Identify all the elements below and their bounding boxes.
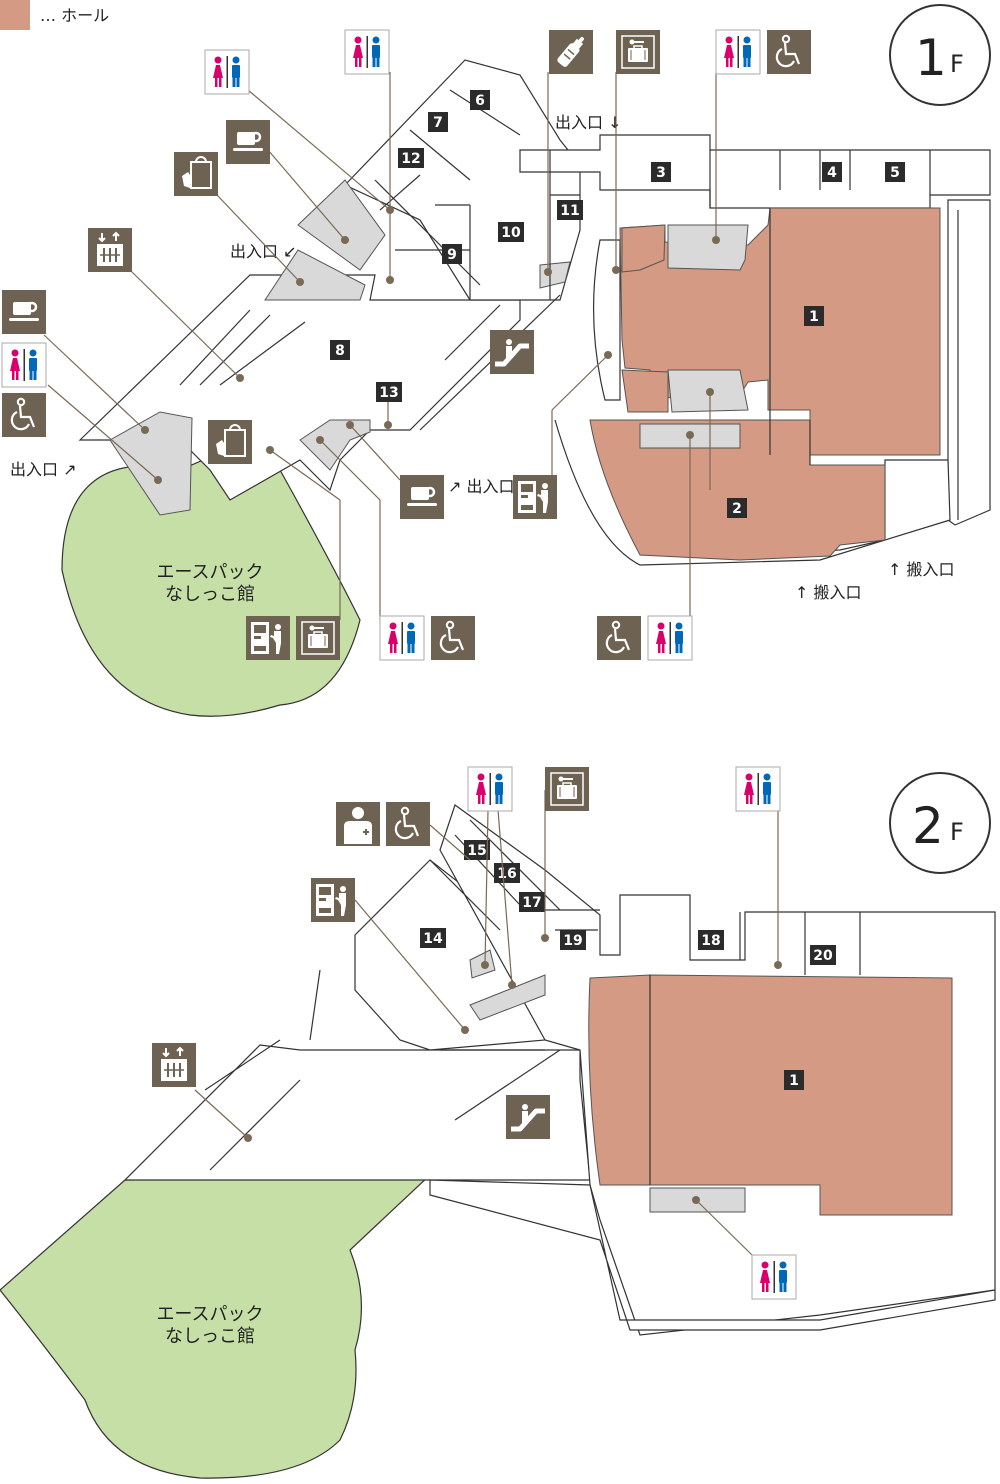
restroom-icon [467, 766, 513, 812]
cafe-icon [224, 118, 272, 166]
svg-text:18: 18 [701, 933, 720, 949]
vending-machine-icon [513, 475, 557, 519]
floor-badge-2 [889, 772, 991, 874]
wing-3-to-5 [519, 134, 991, 209]
svg-text:8: 8 [335, 343, 345, 359]
escalator-icon [490, 330, 534, 374]
svg-text:16: 16 [497, 866, 516, 882]
hall-ring-1f [593, 239, 621, 401]
restroom-icon [1, 342, 47, 388]
svg-text:14: 14 [423, 931, 443, 947]
entrance-label-north: 出入口 ↓ [555, 113, 622, 132]
entrance-label-northwest: 出入口 ↙ [230, 242, 297, 261]
south-wall-2f [429, 1179, 996, 1331]
svg-text:2: 2 [732, 501, 742, 517]
shopping-bag-icon [173, 151, 219, 197]
wheelchair-icon [595, 614, 643, 662]
svg-text:6: 6 [475, 93, 485, 109]
svg-text:1: 1 [789, 1073, 799, 1089]
svg-text:20: 20 [813, 948, 833, 964]
park-label-2f-line2: なしっこ館 [165, 1326, 255, 1347]
restroom-icon [715, 29, 761, 75]
park-label-1f-line1: エースパック [156, 562, 263, 583]
svg-text:5: 5 [890, 165, 900, 181]
room-numbers-1f: 1 2 3 4 5 6 7 8 9 10 11 12 13 [330, 90, 905, 518]
leader-lines-2f [194, 790, 782, 1256]
cafe-icon [0, 288, 48, 336]
svg-text:1: 1 [809, 309, 819, 325]
svg-text:19: 19 [563, 933, 582, 949]
gray-zone-11 [539, 261, 571, 289]
floor-2: 2 F [0, 766, 996, 1479]
restroom-icon [647, 615, 693, 661]
restroom-icon [344, 29, 390, 75]
gray-zone-west [109, 411, 193, 516]
south-wall-1f [554, 419, 951, 566]
svg-text:3: 3 [656, 165, 666, 181]
restroom-icon [379, 615, 425, 661]
restroom-icon [204, 49, 250, 95]
hall-1-2f [588, 974, 953, 1216]
baby-bottle-icon [548, 29, 594, 75]
park-label-2f-line1: エースパック [156, 1304, 263, 1325]
first-aid-icon [336, 802, 380, 846]
hall-1-stage-top [621, 224, 666, 273]
gray-zone-south [299, 419, 371, 471]
east-wall-1f [947, 199, 991, 526]
svg-text:10: 10 [501, 225, 521, 241]
cafe-icon [398, 473, 446, 521]
svg-text:17: 17 [522, 895, 541, 911]
floor-unit-2: F [950, 818, 964, 846]
wheelchair-icon [0, 391, 48, 439]
svg-text:13: 13 [379, 385, 398, 401]
entrance-label-south: ↗ 出入口 [448, 477, 515, 496]
gray-zone-1 [667, 224, 749, 271]
locker-icon [295, 615, 341, 661]
floor-unit-1: F [950, 50, 964, 78]
vending-machine-icon [311, 878, 355, 922]
svg-text:9: 9 [447, 247, 457, 263]
svg-text:15: 15 [467, 843, 486, 859]
shopping-bag-icon [207, 419, 253, 465]
elevator-icon [151, 1042, 197, 1088]
floor-badge-1 [889, 4, 991, 106]
lobby-1f [343, 59, 581, 301]
wheelchair-icon [765, 28, 813, 76]
elevator-icon [87, 227, 133, 273]
restroom-icon [735, 766, 781, 812]
entrance-label-west: 出入口 ↗ [10, 460, 77, 479]
park-area-2f [0, 1174, 432, 1479]
park-label-1f-line2: なしっこ館 [165, 584, 255, 605]
restroom-icon [751, 1254, 797, 1300]
floor-number-2: 2 [912, 797, 944, 855]
loading-dock-label-1: ↑ 搬入口 [795, 583, 862, 602]
locker-icon [615, 29, 661, 75]
loading-dock-label-2: ↑ 搬入口 [888, 560, 955, 579]
gray-zone-2f-2 [469, 974, 546, 1021]
leader-lines-1f [43, 72, 720, 620]
legend-text: … ホール [40, 6, 109, 25]
gray-zone-shop [264, 249, 366, 301]
hall-2 [589, 419, 886, 561]
corridor-2f [123, 1044, 591, 1181]
svg-text:11: 11 [560, 203, 579, 219]
svg-text:4: 4 [827, 165, 837, 181]
vending-machine-icon [246, 616, 290, 660]
room-numbers-2f: 1 14 15 16 17 18 19 20 [420, 840, 836, 1090]
floor-1: 1 F [0, 4, 991, 717]
gray-zone-cafe [297, 179, 386, 271]
svg-text:7: 7 [433, 115, 443, 131]
escalator-icon [506, 1095, 550, 1139]
legend-swatch [0, 0, 30, 30]
svg-text:12: 12 [401, 151, 420, 167]
locker-icon [544, 766, 590, 812]
floor-number-1: 1 [915, 29, 947, 87]
wheelchair-icon [384, 800, 432, 848]
hall-1-stage-left [621, 369, 669, 413]
wheelchair-icon [429, 614, 477, 662]
